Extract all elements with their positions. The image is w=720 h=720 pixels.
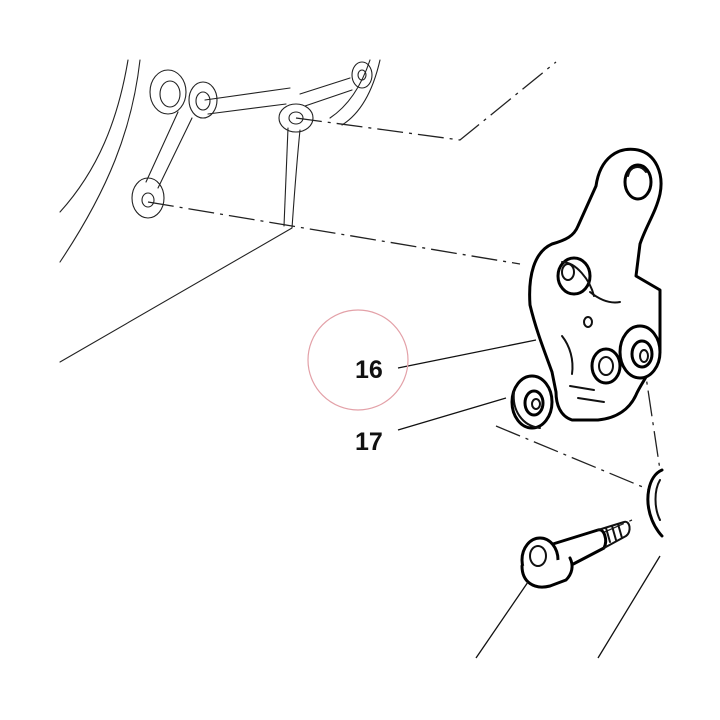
- leader-line-17: [397, 397, 507, 431]
- casting-boss-middle: [278, 103, 314, 133]
- leader-line-sleeve: [597, 555, 661, 659]
- highlight-ring: [307, 309, 409, 411]
- casting-boss-top-right: [351, 61, 373, 89]
- callout-17: 17: [355, 428, 383, 456]
- leader-lines: [397, 339, 661, 659]
- casting-boss-top-left: [149, 69, 218, 119]
- engine-casting-outline: [59, 59, 381, 363]
- shoulder-bolt: [520, 520, 631, 589]
- callout-16: 16: [355, 356, 383, 384]
- spacer-sleeve: [646, 468, 664, 538]
- leader-line-16: [397, 339, 537, 369]
- bracket-part-16: [528, 147, 663, 422]
- casting-boss-lower: [131, 177, 165, 219]
- leader-line-bolt: [475, 581, 529, 659]
- washer-part-17: [510, 374, 554, 430]
